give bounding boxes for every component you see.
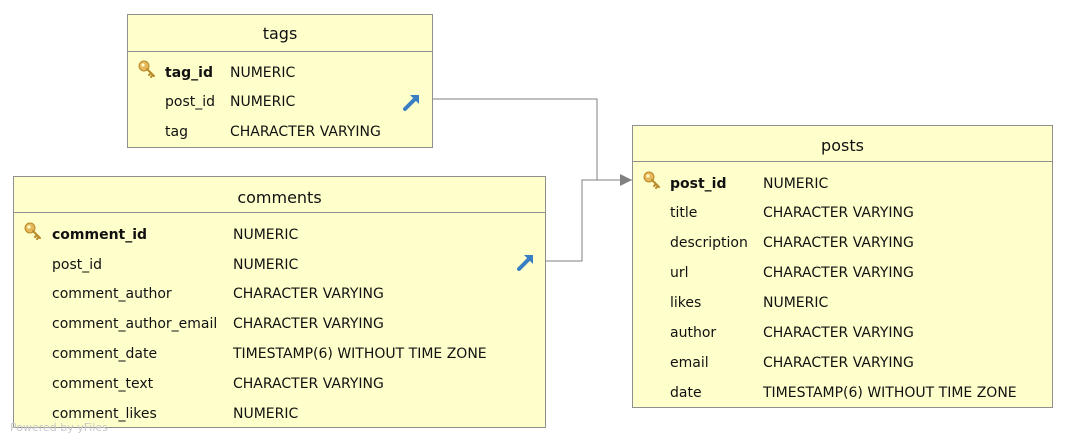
column-row[interactable]: title CHARACTER VARYING <box>633 198 1052 228</box>
column-row[interactable]: url CHARACTER VARYING <box>633 258 1052 288</box>
column-name: comment_date <box>52 346 158 362</box>
column-row[interactable]: likes NUMERIC <box>633 288 1052 318</box>
column-type: NUMERIC <box>230 94 296 110</box>
column-type: NUMERIC <box>233 406 299 422</box>
column-type: CHARACTER VARYING <box>763 355 914 371</box>
column-name: comment_id <box>52 227 148 243</box>
column-name: comment_text <box>52 376 154 392</box>
table-comments[interactable]: comments comment_id NUMERIC post_id NUME… <box>13 176 546 428</box>
column-name: comment_author_email <box>52 316 218 332</box>
column-type: CHARACTER VARYING <box>763 265 914 281</box>
column-type: CHARACTER VARYING <box>763 325 914 341</box>
column-type: NUMERIC <box>230 65 296 81</box>
edge-comments-posts <box>546 179 632 262</box>
table-title: posts <box>821 136 864 155</box>
column-type: TIMESTAMP(6) WITHOUT TIME ZONE <box>233 346 487 362</box>
column-name: description <box>670 235 748 251</box>
powered-by-text: Powered by yFiles <box>10 421 108 434</box>
column-type: NUMERIC <box>233 227 299 243</box>
table-posts[interactable]: posts post_id NUMERIC title CHARACTER VA… <box>632 125 1053 408</box>
title-divider <box>128 51 432 52</box>
column-type: NUMERIC <box>763 295 829 311</box>
column-row[interactable]: post_id NUMERIC <box>128 87 432 117</box>
key-icon <box>642 170 662 190</box>
table-title: comments <box>237 188 322 207</box>
foreign-key-arrow-icon <box>516 252 536 272</box>
column-row[interactable]: tag CHARACTER VARYING <box>128 117 432 147</box>
column-row[interactable]: comment_date TIMESTAMP(6) WITHOUT TIME Z… <box>14 339 545 369</box>
column-type: CHARACTER VARYING <box>233 376 384 392</box>
column-name: url <box>670 265 689 281</box>
key-icon <box>23 221 43 241</box>
column-row[interactable]: author CHARACTER VARYING <box>633 318 1052 348</box>
column-type: CHARACTER VARYING <box>230 124 381 140</box>
edge-tags-posts <box>433 98 632 186</box>
column-name: post_id <box>165 94 216 110</box>
column-row[interactable]: date TIMESTAMP(6) WITHOUT TIME ZONE <box>633 378 1052 408</box>
column-name: post_id <box>670 176 727 192</box>
column-name: email <box>670 355 709 371</box>
column-row[interactable]: comment_id NUMERIC <box>14 220 545 250</box>
column-name: title <box>670 205 698 221</box>
column-row[interactable]: post_id NUMERIC <box>633 169 1052 199</box>
table-title: tags <box>262 24 298 43</box>
column-name: tag <box>165 124 188 140</box>
column-type: NUMERIC <box>233 257 299 273</box>
column-row[interactable]: post_id NUMERIC <box>14 250 545 280</box>
table-tags[interactable]: tags tag_id NUMERIC post_id NUMERIC tag … <box>127 14 433 148</box>
column-row[interactable]: email CHARACTER VARYING <box>633 348 1052 378</box>
column-row[interactable]: comment_text CHARACTER VARYING <box>14 369 545 399</box>
column-type: CHARACTER VARYING <box>233 316 384 332</box>
title-divider <box>633 161 1052 162</box>
column-type: NUMERIC <box>763 176 829 192</box>
column-type: CHARACTER VARYING <box>763 205 914 221</box>
title-divider <box>14 212 545 213</box>
column-type: CHARACTER VARYING <box>763 235 914 251</box>
column-name: comment_author <box>52 286 172 302</box>
column-name: likes <box>670 295 702 311</box>
column-name: author <box>670 325 717 341</box>
column-name: tag_id <box>165 65 213 81</box>
column-type: TIMESTAMP(6) WITHOUT TIME ZONE <box>763 385 1017 401</box>
column-name: date <box>670 385 702 401</box>
column-name: post_id <box>52 257 103 273</box>
column-type: CHARACTER VARYING <box>233 286 384 302</box>
column-row[interactable]: description CHARACTER VARYING <box>633 228 1052 258</box>
column-row[interactable]: comment_author CHARACTER VARYING <box>14 279 545 309</box>
column-row[interactable]: comment_author_email CHARACTER VARYING <box>14 309 545 339</box>
column-row[interactable]: comment_likes NUMERIC <box>14 399 545 429</box>
column-row[interactable]: tag_id NUMERIC <box>128 58 432 88</box>
column-name: comment_likes <box>52 406 157 422</box>
key-icon <box>137 59 157 79</box>
foreign-key-arrow-icon <box>402 92 422 112</box>
